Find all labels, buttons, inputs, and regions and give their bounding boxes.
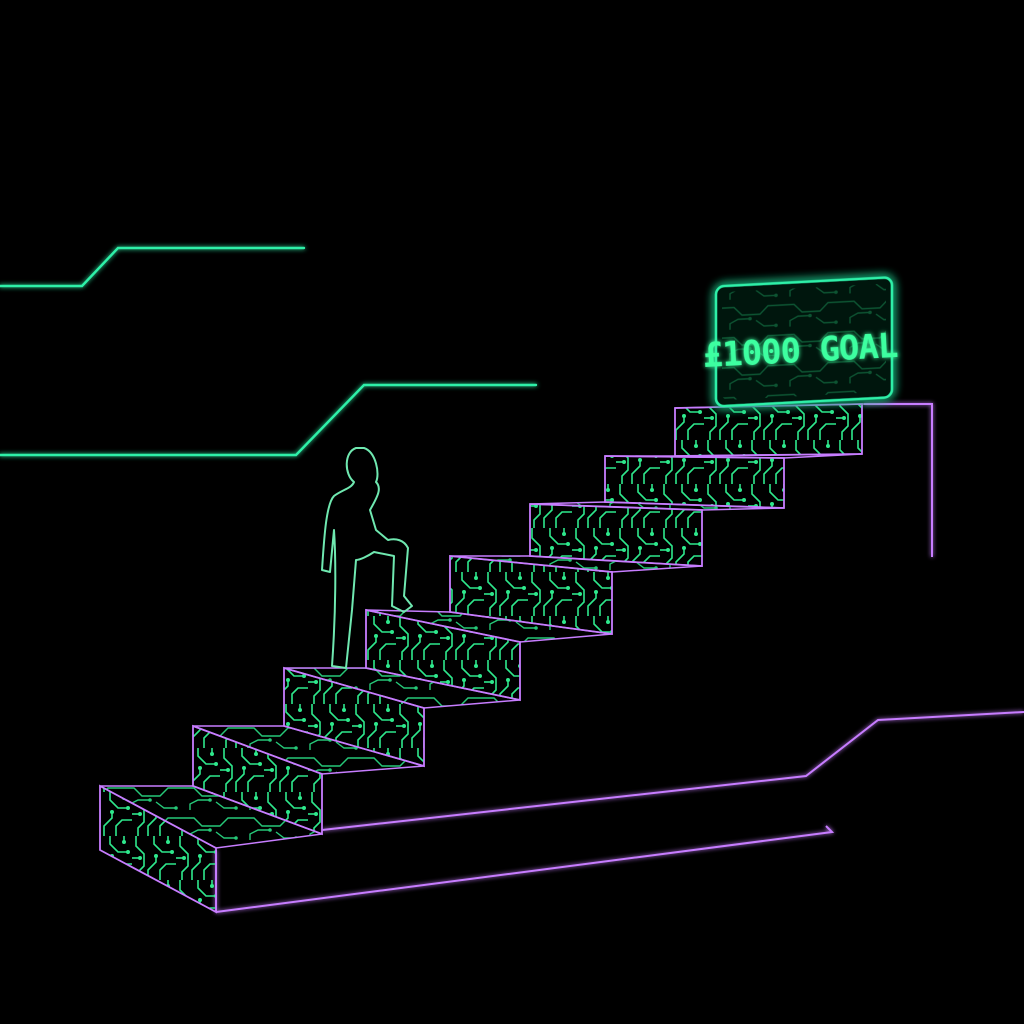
step-7: [604, 453, 863, 509]
goal-sign: £1000 GOAL: [702, 276, 899, 408]
step-5: [449, 555, 703, 636]
walking-person-outline-icon: [321, 447, 413, 669]
step-8: [674, 403, 865, 457]
background-traces: [0, 246, 1024, 866]
staircase: [99, 403, 865, 914]
step-6: [529, 501, 785, 567]
step-1: [99, 784, 323, 914]
